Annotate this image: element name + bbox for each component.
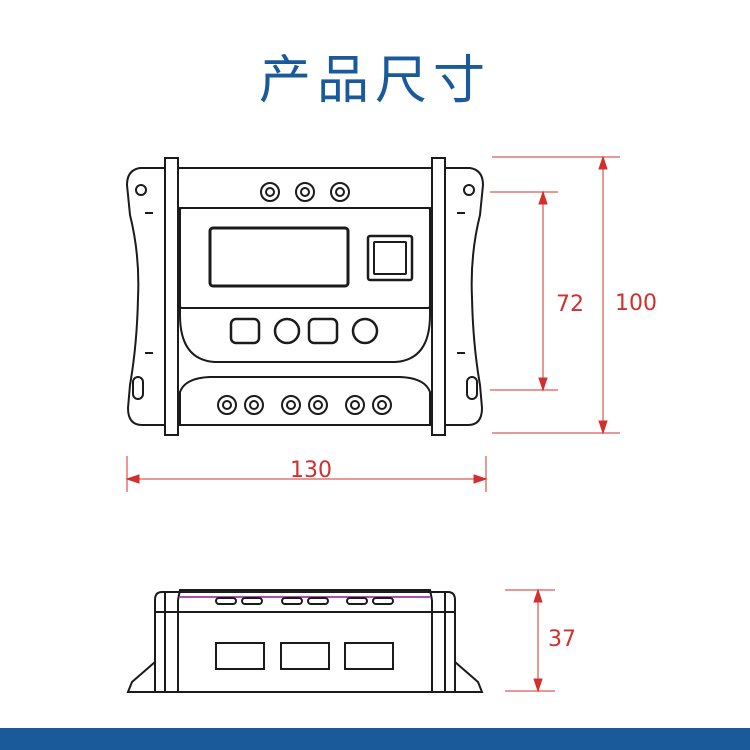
page-title: 产品尺寸 (258, 51, 491, 111)
housing-outline (164, 157, 446, 436)
left-bottom-slot (132, 376, 144, 400)
side-window-right (344, 642, 394, 670)
right-mounting-ear (445, 167, 485, 426)
button-round-right[interactable] (351, 317, 379, 345)
side-window-left (215, 642, 265, 670)
front-dimensions (125, 155, 620, 492)
side-view (126, 589, 484, 693)
left-foot (126, 661, 160, 693)
bottom-color-band (0, 728, 750, 750)
indicator-window (366, 234, 414, 282)
side-dimensions (505, 588, 555, 693)
bottom-terminal-strip (179, 376, 431, 425)
dim-inner-height-label: 72 (556, 292, 584, 317)
left-mounting-ear (125, 167, 165, 426)
right-top-screw-hole (463, 184, 475, 196)
front-view (125, 157, 485, 436)
panel-inner-frame (179, 207, 431, 309)
left-top-screw-hole (135, 184, 147, 196)
dim-width-label: 130 (290, 458, 332, 483)
side-window-middle (280, 642, 330, 670)
display-panel (179, 207, 431, 363)
bottom-terminals (217, 395, 392, 415)
right-foot (450, 661, 484, 693)
dim-total-height-label: 100 (615, 291, 657, 316)
button-square-left[interactable] (229, 317, 261, 345)
right-bottom-slot (466, 376, 478, 400)
dim-depth-label: 37 (548, 627, 576, 652)
button-round-left[interactable] (273, 317, 301, 345)
top-terminals (260, 182, 350, 202)
lcd-screen (208, 226, 350, 288)
side-body (154, 591, 456, 693)
button-square-right[interactable] (307, 317, 339, 345)
side-terminal-tops (215, 597, 394, 605)
